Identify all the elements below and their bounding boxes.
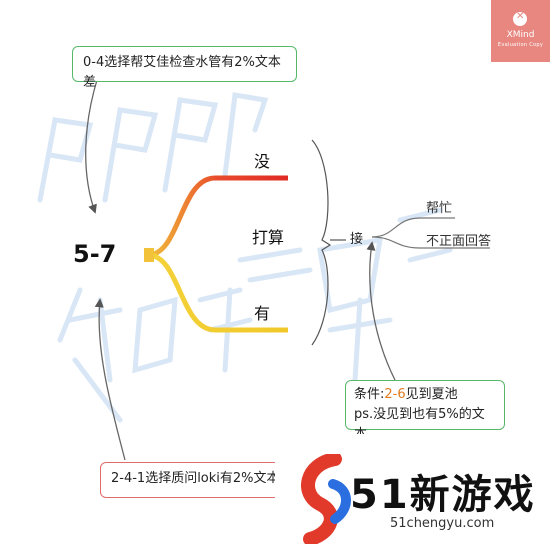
xmind-brand: XMind [506, 30, 535, 40]
branch-line-bottom [147, 252, 288, 333]
top-note-text: 0-4选择帮艾佳检查水管有2%文本差 [83, 55, 281, 90]
condition-suffix: 见到夏池 [405, 387, 458, 402]
condition-line-1: 条件:2-6见到夏池 [354, 385, 496, 405]
arrow-bottom-note [94, 298, 126, 461]
arrow-condition-note [366, 241, 396, 381]
center-topic: 5-7 [73, 240, 117, 268]
outcome-help: 帮忙 [426, 201, 453, 216]
connector-label: 接 [350, 232, 364, 247]
condition-note-box: 条件:2-6见到夏池 ps.没见到也有5%的文本 [345, 380, 505, 442]
outcome-line-top [371, 217, 455, 238]
arrow-top-note [85, 79, 98, 214]
branch-line-top [147, 175, 288, 258]
group-bracket [311, 139, 332, 346]
branch-label-plan: 打算 [252, 228, 285, 247]
xmind-subtitle: Evaluation Copy [497, 42, 544, 48]
outcome-evade: 不正面回答 [426, 234, 492, 249]
condition-highlight: 2-6 [384, 387, 406, 402]
top-note-box: 0-4选择帮艾佳检查水管有2%文本差 [72, 46, 297, 90]
site-logo: 51新游戏 51chengyu.com [275, 434, 550, 552]
site-logo-title: 51新游戏 [350, 472, 536, 518]
site-logo-icon [301, 454, 351, 544]
xmind-watermark: ✕ XMind Evaluation Copy [491, 0, 550, 62]
branch-label-no: 没 [254, 152, 271, 171]
bottom-note-text: 2-4-1选择质问loki有2%文本差 [111, 471, 293, 486]
center-joint [144, 248, 154, 262]
background-watermark [37, 92, 453, 423]
xmind-logo-icon: ✕ [513, 11, 527, 26]
site-logo-url: 51chengyu.com [390, 516, 495, 531]
condition-prefix: 条件: [354, 387, 385, 402]
outcome-line-bottom [371, 236, 490, 249]
branch-label-yes: 有 [254, 304, 271, 323]
